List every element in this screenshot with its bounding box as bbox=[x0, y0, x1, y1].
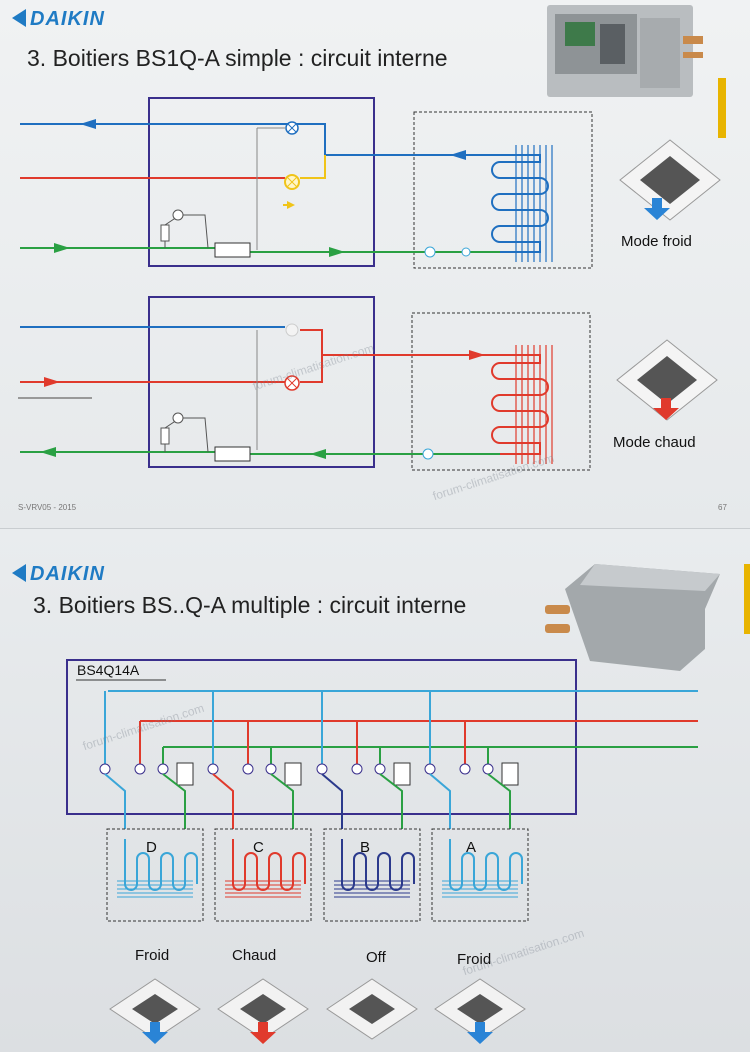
heat-exchanger-icon bbox=[214, 242, 251, 258]
cassette-a-icon bbox=[434, 978, 526, 1044]
mode-label-d: Froid bbox=[135, 947, 170, 964]
simple-circuit-diagram bbox=[18, 5, 726, 471]
accent-bar bbox=[744, 564, 750, 634]
bs4q-unit-photo bbox=[545, 564, 720, 671]
heating-mode-diagram bbox=[18, 296, 591, 471]
branch-circuit-d bbox=[99, 691, 204, 1044]
cassette-hot-icon bbox=[616, 339, 718, 421]
multiple-circuit-diagram bbox=[66, 564, 720, 1044]
unit-letter-a: A bbox=[466, 839, 477, 856]
unit-letter-d: D bbox=[146, 839, 157, 856]
bs-model-label: BS4Q14A bbox=[77, 662, 140, 678]
branch-circuit-c bbox=[207, 691, 312, 1044]
valve-icon bbox=[374, 763, 386, 775]
daikin-logo: DAIKIN bbox=[12, 8, 105, 31]
slide-multiple: DAIKIN 3. Boitiers BS..Q-A multiple : ci… bbox=[0, 528, 750, 1052]
indoor-unit-box bbox=[413, 111, 593, 269]
cassette-d-icon bbox=[109, 978, 201, 1044]
valve-icon bbox=[316, 763, 328, 775]
valve-icon bbox=[424, 246, 436, 258]
daikin-logo: DAIKIN bbox=[12, 563, 105, 586]
valve-icon bbox=[265, 763, 277, 775]
bs-box bbox=[148, 97, 375, 267]
valve-icon bbox=[242, 763, 254, 775]
valve-icon bbox=[482, 763, 494, 775]
valve-icon bbox=[424, 763, 436, 775]
mode-hot-label: Mode chaud bbox=[613, 434, 696, 451]
slide2-title: 3. Boitiers BS..Q-A multiple : circuit i… bbox=[33, 592, 467, 618]
branch-circuit-b bbox=[316, 691, 421, 1040]
cassette-b-icon bbox=[326, 978, 418, 1040]
cassette-cold-icon bbox=[619, 139, 721, 221]
mode-cold-label: Mode froid bbox=[621, 233, 692, 250]
valve-icon bbox=[157, 763, 169, 775]
valve-icon bbox=[207, 763, 219, 775]
valve-icon bbox=[134, 763, 146, 775]
mode-label-c: Chaud bbox=[232, 947, 277, 964]
accent-bar bbox=[718, 78, 726, 138]
unit-letter-b: B bbox=[360, 839, 371, 856]
slide1-title: 3. Boitiers BS1Q-A simple : circuit inte… bbox=[27, 45, 448, 71]
unit-letter-c: C bbox=[253, 839, 264, 856]
daikin-logo-text: DAIKIN bbox=[30, 8, 105, 30]
footer-left: S-VRV05 - 2015 bbox=[18, 503, 77, 512]
bs4q14a-box bbox=[66, 659, 577, 815]
daikin-logo-text: DAIKIN bbox=[30, 563, 105, 585]
cassette-c-icon bbox=[217, 978, 309, 1044]
valve-icon bbox=[351, 763, 363, 775]
branch-circuit-a bbox=[424, 691, 529, 1044]
valve-icon bbox=[99, 763, 111, 775]
slide-simple: DAIKIN 3. Boitiers BS1Q-A simple : circu… bbox=[0, 0, 750, 528]
mode-label-b: Off bbox=[366, 949, 386, 966]
page-number: 67 bbox=[718, 503, 727, 512]
bs1q-unit-photo bbox=[547, 5, 703, 97]
cooling-mode-diagram bbox=[20, 97, 593, 269]
valve-icon bbox=[459, 763, 471, 775]
mode-label-a: Froid bbox=[457, 951, 492, 968]
